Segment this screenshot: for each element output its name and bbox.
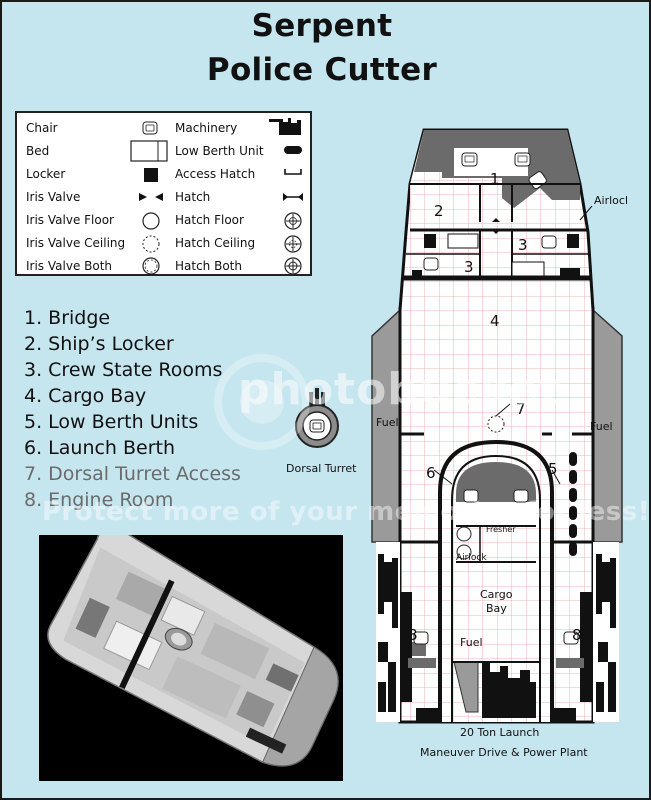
legend-hatch-label: Hatch xyxy=(175,190,211,204)
engine-room-left-machinery xyxy=(376,542,436,722)
launch-fuel-label: Fuel xyxy=(460,636,483,649)
legend-bed-label: Bed xyxy=(26,144,50,158)
hatch-icon xyxy=(283,193,303,201)
room-item: 1. Bridge xyxy=(24,307,111,329)
chair-icon xyxy=(142,121,158,135)
label-8b: 8 xyxy=(572,626,582,644)
room-item: 2. Ship’s Locker xyxy=(24,333,174,355)
legend-symbols xyxy=(130,118,303,274)
ship-render xyxy=(39,535,343,781)
label-5: 5 xyxy=(548,460,558,478)
iris-valve-ceiling-icon xyxy=(142,235,160,253)
room-item: 6. Launch Berth xyxy=(24,437,176,459)
legend-iris-valve-ceiling-label: Iris Valve Ceiling xyxy=(26,236,126,250)
drive-label: Maneuver Drive & Power Plant xyxy=(420,746,588,759)
label-3b: 3 xyxy=(464,258,474,276)
dorsal-turret-label: Dorsal Turret xyxy=(286,462,357,475)
fuel-left-label: Fuel xyxy=(376,416,399,429)
maneuver-drive-machinery xyxy=(482,662,536,718)
title-line-1: Serpent xyxy=(251,8,393,44)
legend-hatch-both-label: Hatch Both xyxy=(175,259,242,273)
label-3a: 3 xyxy=(518,236,528,254)
cargo-label: Cargo xyxy=(480,588,513,601)
hatch-floor-icon xyxy=(284,212,302,230)
iris-valve-icon xyxy=(139,193,163,201)
label-7: 7 xyxy=(516,400,526,418)
room-item: 7. Dorsal Turret Access xyxy=(24,463,241,485)
low-berth-units xyxy=(569,452,577,556)
hatch-both-icon xyxy=(284,257,302,274)
title-line-2: Police Cutter xyxy=(206,52,438,88)
engine-room-right-machinery xyxy=(556,542,619,722)
dorsal-turret-icon xyxy=(295,388,339,448)
legend-chair-label: Chair xyxy=(26,121,58,135)
machinery-icon xyxy=(269,118,301,135)
room-item: 5. Low Berth Units xyxy=(24,411,199,433)
legend-iris-valve-label: Iris Valve xyxy=(26,190,81,204)
legend-access-hatch-label: Access Hatch xyxy=(175,167,256,181)
legend-iris-valve-floor-label: Iris Valve Floor xyxy=(26,213,114,227)
label-1: 1 xyxy=(490,170,500,188)
airlock-top-label: Airlock xyxy=(594,194,627,207)
room-item: 3. Crew State Rooms xyxy=(24,359,223,381)
legend-locker-label: Locker xyxy=(26,167,66,181)
legend-iris-valve-both-label: Iris Valve Both xyxy=(26,259,113,273)
label-4: 4 xyxy=(490,312,500,330)
legend: Chair Bed Locker Iris Valve Iris Valve F… xyxy=(15,111,312,276)
label-2: 2 xyxy=(434,202,444,220)
low-berth-unit-icon xyxy=(284,146,302,154)
bed-icon xyxy=(130,140,168,162)
room-item: 8. Engine Room xyxy=(24,489,174,511)
room-list: 1. Bridge 2. Ship’s Locker 3. Crew State… xyxy=(24,305,241,513)
legend-low-berth-label: Low Berth Unit xyxy=(175,144,264,158)
locker-icon xyxy=(144,168,158,182)
label-6: 6 xyxy=(426,464,436,482)
room-item: 4. Cargo Bay xyxy=(24,385,147,407)
hatch-ceiling-icon xyxy=(284,235,302,253)
crew-room-furniture xyxy=(412,233,580,278)
airlock-inner-label: Airlock xyxy=(456,553,487,563)
access-hatch-icon xyxy=(284,169,302,175)
label-8a: 8 xyxy=(408,626,418,644)
deck-plan: 1 2 3 3 4 5 6 7 8 8 Airlock Fuel Fuel Fr… xyxy=(371,128,627,759)
legend-hatch-ceiling-label: Hatch Ceiling xyxy=(175,236,256,250)
launch-label: 20 Ton Launch xyxy=(460,726,539,739)
ship-render-image xyxy=(39,535,343,781)
fuel-right-label: Fuel xyxy=(590,420,613,433)
legend-machinery-label: Machinery xyxy=(175,121,238,135)
legend-hatch-floor-label: Hatch Floor xyxy=(175,213,244,227)
iris-valve-both-icon xyxy=(142,257,160,274)
fresher-label: Fresher xyxy=(486,525,516,534)
iris-valve-floor-icon xyxy=(142,212,160,230)
bay-label: Bay xyxy=(486,602,507,615)
